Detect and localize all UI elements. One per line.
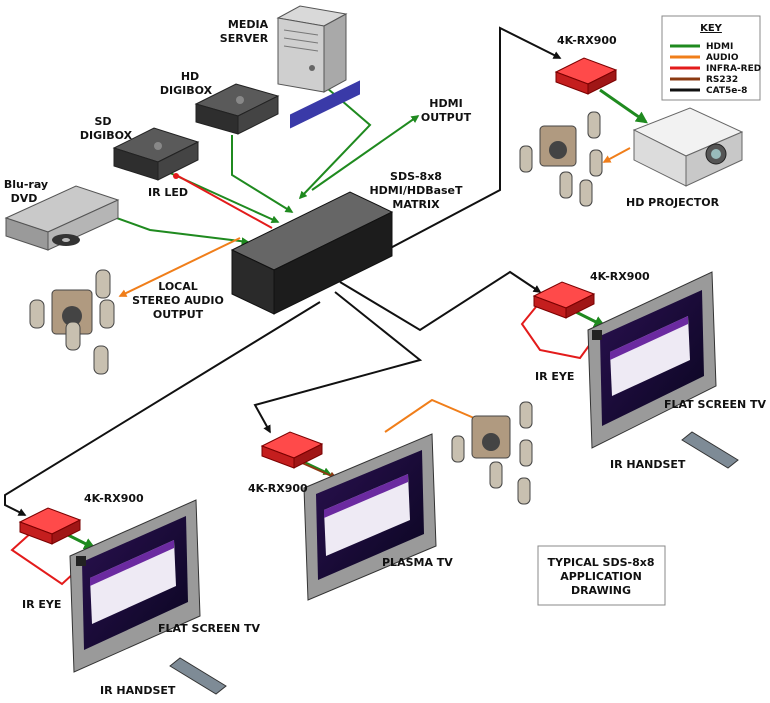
cables [4, 26, 648, 586]
ir-handset-left-label: IR HANDSET [100, 684, 176, 697]
hdbaset-receiver-icon-mid [260, 431, 324, 469]
projector-icon [632, 107, 744, 187]
remote-control-icon-left [169, 657, 227, 695]
hdmi-matrix-output [311, 115, 420, 191]
rs232-mid-rx-to-plasma [299, 461, 338, 480]
rx-mid-label: 4K-RX900 [248, 482, 308, 495]
key-label-cat5: CAT5e-8 [706, 86, 747, 96]
rx-left-label: 4K-RX900 [84, 492, 144, 505]
cat5-to-top-receiver [329, 26, 562, 281]
disc-player-icon [4, 185, 120, 251]
ir-led-line [177, 175, 273, 229]
matrix-switch-icon [230, 80, 394, 315]
hdbaset-receiver-icon-top [554, 57, 618, 95]
audio-projector-to-speakers [602, 147, 631, 163]
key-label-rs232: RS232 [706, 75, 738, 85]
key-label-hdmi: HDMI [706, 42, 733, 52]
speaker-set-icon-plasma [451, 401, 533, 505]
rx-top-label: 4K-RX900 [557, 34, 617, 47]
cat5-to-mid-receiver [253, 291, 423, 434]
sd-digibox-icon [112, 127, 200, 181]
key-label-audio: AUDIO [706, 53, 739, 63]
rx-right-label: 4K-RX900 [590, 270, 650, 283]
hdmi-top-rx-to-projector [599, 88, 648, 124]
tower-server-icon [276, 5, 348, 93]
flat-screen-tv-icon-right [587, 271, 717, 449]
cat5-to-right-receiver [339, 270, 542, 332]
ir-handset-right-label: IR HANDSET [610, 458, 686, 471]
remote-control-icon-right [681, 431, 739, 469]
ir-eye-right-label: IR EYE [535, 370, 574, 383]
speaker-set-icon-projector [519, 111, 603, 207]
hdmi-hd-digibox-to-matrix [231, 135, 294, 213]
key-title: KEY [700, 23, 723, 34]
ir-eye-right-loop [520, 301, 597, 360]
hdbaset-receiver-icon-left [18, 507, 82, 545]
hdmi-bluray-to-matrix [99, 211, 250, 246]
ir-eye-left-label: IR EYE [22, 598, 61, 611]
flat-tv-right-label: FLAT SCREEN TV [664, 398, 767, 411]
hd-digibox-icon [194, 83, 280, 135]
flat-screen-tv-icon-plasma [303, 433, 437, 601]
flat-tv-left-label: FLAT SCREEN TV [158, 622, 261, 635]
hd-projector-label: HD PROJECTOR [626, 196, 720, 209]
key-legend: KEY HDMI AUDIO INFRA-RED RS232 CAT5e-8 [661, 15, 761, 101]
audio-plasma-to-speakers [384, 398, 489, 433]
audio-local-output [118, 237, 241, 297]
speaker-set-icon [29, 269, 115, 375]
cat5-to-left-receiver [4, 301, 321, 516]
plasma-tv-label: PLASMA TV [382, 556, 453, 569]
hdbaset-receiver-icon-right [532, 281, 596, 319]
flat-screen-tv-icon-left [69, 499, 201, 673]
ir-led-label: IR LED [148, 186, 188, 199]
key-label-infrared: INFRA-RED [706, 64, 761, 74]
